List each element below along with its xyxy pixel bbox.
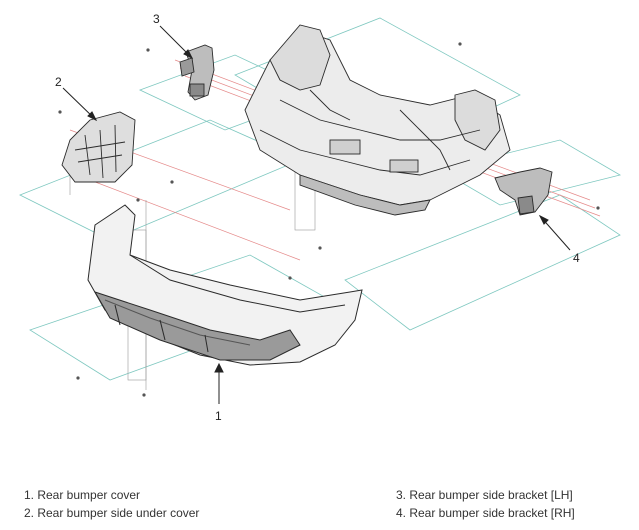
callout-labels: 3 2 1 4	[55, 12, 580, 423]
legend-right: 3. Rear bumper side bracket [LH] 4. Rear…	[396, 486, 575, 522]
legend-item-1: 1. Rear bumper cover	[24, 488, 141, 502]
legend-left: 1. Rear bumper cover 2. Rear bumper side…	[24, 486, 199, 522]
side-bracket-rh	[494, 167, 553, 216]
legend-item-3: 3. Rear bumper side bracket [LH]	[396, 488, 573, 502]
callout-1: 1	[215, 409, 222, 423]
rear-body-structure	[244, 24, 511, 216]
callout-4: 4	[573, 251, 580, 265]
legend-item-2: 2. Rear bumper side under cover	[24, 506, 200, 520]
bumper-cover	[87, 204, 363, 366]
legend-item-4: 4. Rear bumper side bracket [RH]	[396, 506, 575, 520]
callout-2: 2	[55, 75, 62, 89]
side-bracket-lh	[179, 44, 215, 101]
side-under-cover	[61, 111, 136, 183]
exploded-view-diagram: 3 2 1 4	[19, 12, 622, 423]
callout-3: 3	[153, 12, 160, 26]
callout-leaders	[62, 25, 571, 404]
fastener-dots	[58, 42, 600, 397]
